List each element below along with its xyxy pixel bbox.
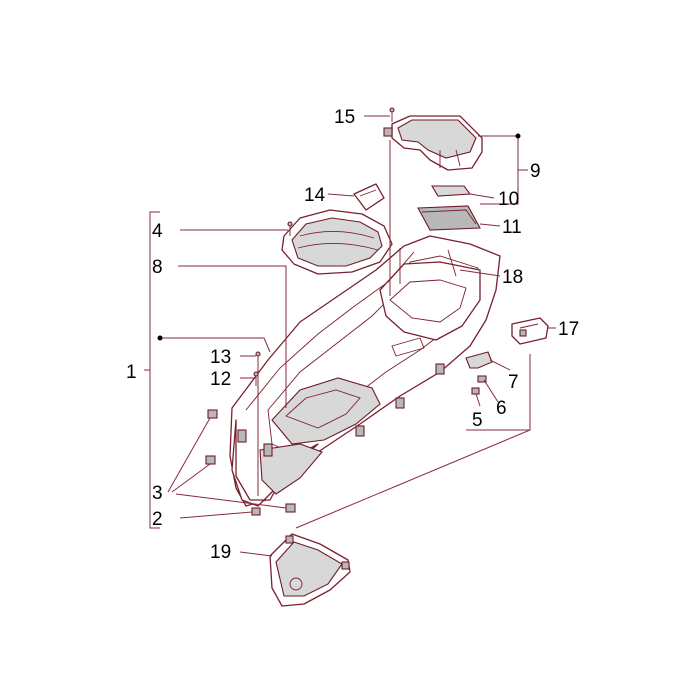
pad-part-10: [431, 185, 472, 197]
leader-lines: [144, 115, 556, 557]
callout-labels: 1 2 3 4 5 6 7 8 9 10 11 12 13 14 15 17 1…: [126, 107, 579, 563]
callout-14: 14: [304, 185, 326, 206]
compartment-tray-part: [281, 209, 393, 275]
screw-part-15: [389, 107, 395, 122]
callout-12: 12: [210, 369, 231, 390]
latch-plate-part: [511, 317, 549, 345]
pad-part-11: [417, 205, 481, 231]
cover-plate-part: [353, 183, 385, 211]
callout-9: 9: [530, 161, 541, 182]
screw-part-13: [255, 351, 261, 366]
reference-dot-9: [515, 133, 521, 139]
callout-4: 4: [152, 221, 163, 242]
hook-part: [465, 351, 493, 369]
callout-2: 2: [152, 509, 163, 530]
callout-15: 15: [334, 107, 355, 128]
callout-5: 5: [472, 410, 483, 431]
helmet-compartment-part: [229, 235, 501, 507]
callout-17: 17: [558, 319, 579, 340]
clip-part-2: [251, 507, 261, 516]
fitting-part-6: [477, 375, 487, 383]
lower-cover-part: [269, 533, 351, 607]
clip-parts-3: [205, 409, 296, 513]
callout-13: 13: [210, 347, 231, 368]
callout-19: 19: [210, 542, 231, 563]
callout-1: 1: [126, 362, 137, 383]
callout-8: 8: [152, 257, 163, 278]
callout-18: 18: [502, 267, 523, 288]
callout-3: 3: [152, 483, 163, 504]
callout-11: 11: [502, 217, 522, 238]
callout-10: 10: [498, 189, 519, 210]
fitting-part-5: [471, 387, 480, 395]
callout-7: 7: [508, 372, 519, 393]
screw-part-4: [287, 221, 293, 236]
storage-cover-part: [383, 115, 483, 171]
callout-6: 6: [496, 398, 507, 419]
reference-dot-1: [157, 335, 163, 341]
